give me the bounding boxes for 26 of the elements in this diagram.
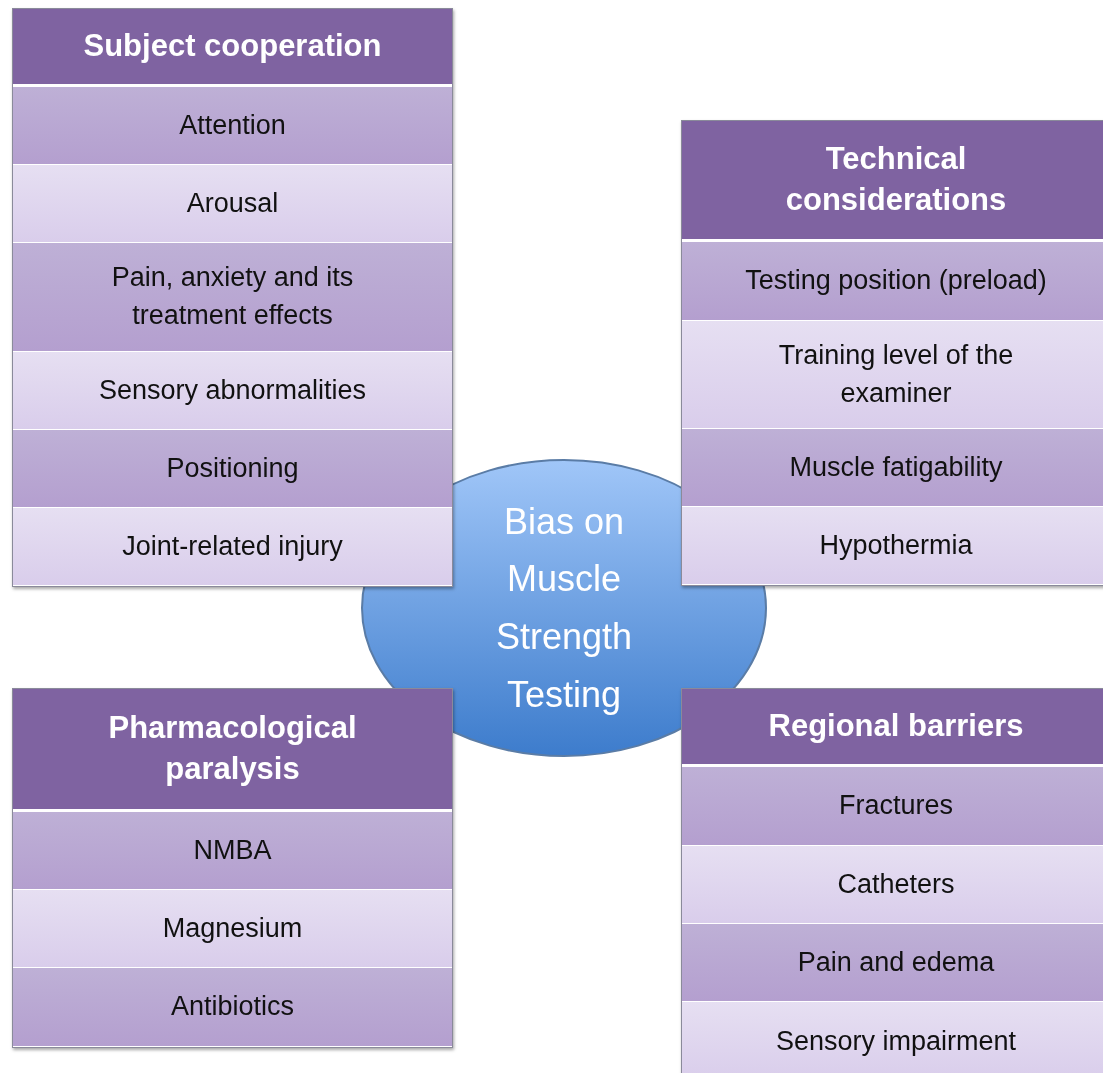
category-table (681, 120, 1103, 586)
table-row: Pain, anxiety and its treatment effects (13, 243, 452, 352)
table-row: Joint-related injury (13, 508, 452, 586)
table-row: Attention (13, 87, 452, 165)
table-row: Hypothermia (682, 507, 1103, 585)
table-header: Subject cooperation (13, 9, 452, 87)
table-row: NMBA (13, 812, 452, 890)
table-row: Pain and edema (682, 924, 1103, 1002)
table-row: Testing position (preload) (682, 242, 1103, 321)
category-table (12, 688, 453, 1048)
table-row: Arousal (13, 165, 452, 243)
table-row: Positioning (13, 430, 452, 508)
table-row: Antibiotics (13, 968, 452, 1047)
table-row: Sensory impairment (682, 1002, 1103, 1073)
category-table (12, 8, 453, 587)
central-title: Bias on Muscle Strength Testing (494, 499, 634, 717)
table-row: Magnesium (13, 890, 452, 968)
table-header: Technical considerations (682, 121, 1103, 242)
table-row: Training level of the examiner (682, 321, 1103, 429)
table-header: Regional barriers (682, 689, 1103, 767)
table-header: Pharmacological paralysis (13, 689, 452, 812)
table-row: Sensory abnormalities (13, 352, 452, 430)
category-table (681, 688, 1103, 1073)
table-row: Catheters (682, 846, 1103, 924)
table-row: Muscle fatigability (682, 429, 1103, 507)
table-row: Fractures (682, 767, 1103, 846)
